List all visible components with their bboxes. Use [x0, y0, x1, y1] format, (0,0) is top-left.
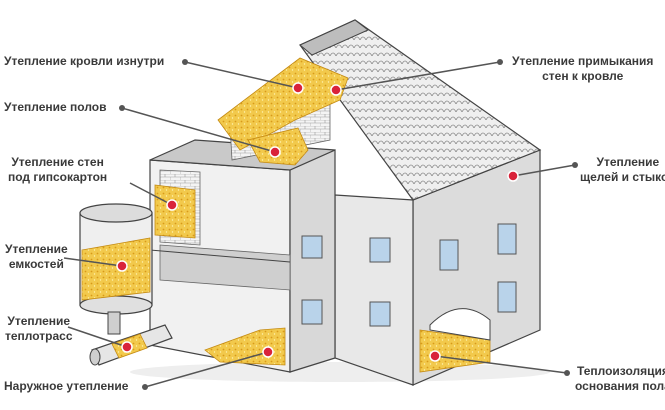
label-wall-roof-joint-line2: стен к кровле [542, 69, 624, 83]
label-floor-base-line2: основания пола [575, 379, 665, 393]
label-tanks-line1: Утепление [5, 242, 68, 256]
label-wall-roof-joint-line1: Утепление примыкания [512, 54, 654, 68]
upper-floor [159, 244, 291, 291]
label-walls-drywall-line1: Утепление стен [11, 155, 104, 169]
label-floor-base-line1: Теплоизоляция [576, 364, 665, 378]
ground-shadow [130, 362, 550, 382]
tank [79, 203, 153, 335]
label-floor-base: Теплоизоляция основания пола [575, 364, 665, 394]
label-walls-drywall: Утепление стен под гипсокартон [8, 155, 107, 185]
label-roof-inside-text: Утепление кровли изнутри [4, 54, 165, 68]
label-outer-text: Наружное утепление [4, 379, 129, 393]
label-wall-roof-joint: Утепление примыкания стен к кровле [512, 54, 653, 84]
label-gaps-line1: Утепление [596, 155, 660, 169]
roof-insulation [217, 57, 349, 151]
label-pipes-line1: Утепление [7, 314, 71, 328]
drywall-insulation [154, 184, 196, 239]
label-gaps: Утепление щелей и стыков [580, 155, 665, 185]
label-floors: Утепление полов [4, 100, 107, 115]
front-wall [334, 194, 414, 386]
markers [116, 59, 578, 390]
wall-opening [429, 308, 491, 341]
roof-ridge [299, 19, 369, 56]
label-pipes-line2: теплотрасс [5, 329, 73, 343]
label-tanks: Утепление емкостей [5, 242, 68, 272]
label-outer: Наружное утепление [4, 379, 128, 394]
leader-lines [63, 61, 576, 388]
cutaway-side [289, 149, 336, 373]
label-tanks-line2: емкостей [8, 257, 64, 271]
label-gaps-line2: щелей и стыков [580, 170, 665, 184]
label-roof-inside: Утепление кровли изнутри [4, 54, 164, 69]
floor-insulation [247, 127, 309, 166]
label-walls-drywall-line2: под гипсокартон [8, 170, 108, 184]
label-pipes: Утепление теплотрасс [5, 314, 73, 344]
label-floors-text: Утепление полов [4, 100, 107, 114]
windows [301, 223, 517, 327]
